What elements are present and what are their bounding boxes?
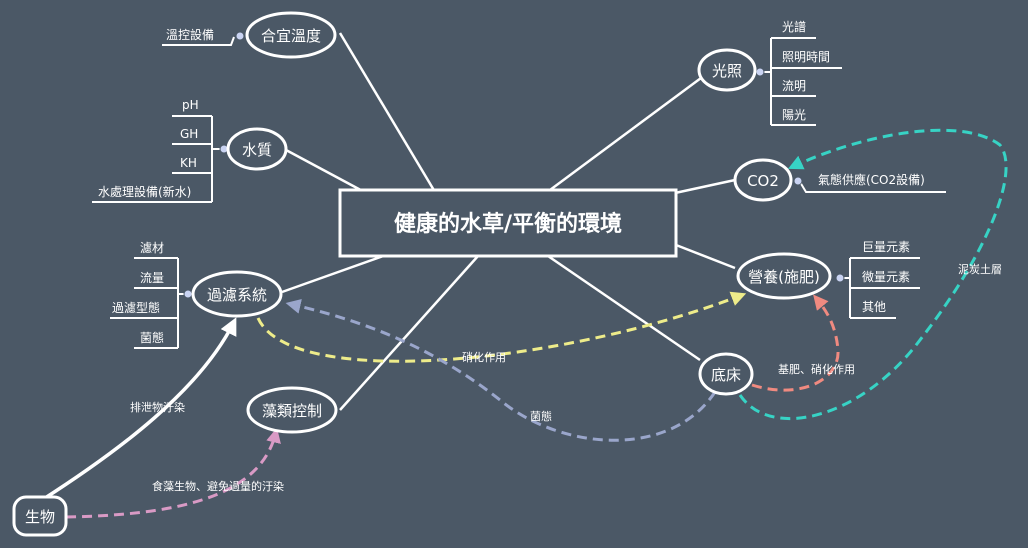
topic-temperature-shape bbox=[245, 11, 337, 59]
co2-underline bbox=[799, 181, 946, 193]
branch-algae bbox=[339, 255, 479, 411]
water-sub-kh: KH bbox=[180, 156, 197, 170]
co2-sub-gas: 氣態供應(CO2設備) bbox=[818, 172, 925, 187]
nutrition-sub-other: 其他 bbox=[862, 300, 886, 314]
topic-water[interactable]: 水質 bbox=[242, 141, 272, 159]
central-topic-label: 健康的水草/平衡的環境 bbox=[394, 211, 622, 237]
filter-connector-dot bbox=[183, 289, 193, 299]
connector-dots bbox=[183, 31, 845, 299]
topic-organisms[interactable]: 生物 bbox=[25, 508, 55, 526]
topic-temperature[interactable]: 合宜溫度 bbox=[261, 27, 321, 45]
light-sub-lumen: 流明 bbox=[782, 79, 806, 93]
filter-sub-bacteria: 菌態 bbox=[140, 330, 164, 345]
branch-water bbox=[285, 148, 371, 197]
topic-algae[interactable]: 藻類控制 bbox=[262, 402, 322, 420]
topic-organisms-shape bbox=[12, 495, 68, 537]
relation-base-fertilizer-arrow bbox=[751, 294, 840, 392]
nutrition-connector-dot bbox=[835, 273, 845, 283]
branch-nutrition bbox=[675, 243, 736, 270]
branch-temperature bbox=[338, 32, 437, 193]
water-sub-treatment: 水處理設備(新水) bbox=[98, 184, 191, 199]
light-sub-spectrum: 光譜 bbox=[782, 19, 806, 34]
topic-nutrition[interactable]: 營養(施肥) bbox=[748, 268, 820, 286]
subtopic-lines bbox=[92, 36, 946, 349]
topic-water-shape bbox=[226, 127, 288, 171]
relation-waste-label: 排泄物汙染 bbox=[130, 400, 185, 414]
temperature-underline bbox=[162, 36, 235, 46]
topic-shapes bbox=[12, 11, 832, 537]
topic-labels: 合宜溫度 水質 過濾系統 藻類控制 生物 光照 CO2 營養(施肥) 底床 bbox=[25, 27, 820, 526]
relation-nitrification-arrow bbox=[256, 291, 747, 363]
relation-algae-eaters-label: 食藻生物、避免過量的汙染 bbox=[152, 479, 284, 493]
filter-sub-type: 過濾型態 bbox=[112, 300, 160, 315]
light-connector-dot bbox=[755, 67, 765, 77]
topic-nutrition-shape bbox=[736, 252, 832, 300]
topic-co2-shape bbox=[733, 158, 793, 202]
co2-connector-dot bbox=[793, 176, 803, 186]
relation-base-fertilizer-label: 基肥、硝化作用 bbox=[778, 362, 855, 376]
topic-filter-shape bbox=[191, 270, 283, 318]
topic-light-shape bbox=[697, 48, 757, 92]
light-sub-duration: 照明時間 bbox=[782, 50, 830, 64]
topic-filter[interactable]: 過濾系統 bbox=[207, 286, 267, 304]
relation-bacteria-arrow bbox=[285, 299, 717, 442]
relation-peat-label: 泥炭土層 bbox=[958, 263, 1002, 276]
relation-algae-eaters-arrow bbox=[65, 427, 281, 519]
relation-nitrification-label: 硝化作用 bbox=[462, 350, 506, 364]
filter-sub-media: 濾材 bbox=[140, 240, 164, 255]
filter-sub-flow: 流量 bbox=[140, 271, 164, 285]
temperature-sub-1: 溫控設備 bbox=[166, 27, 214, 42]
nutrition-sub-macro: 巨量元素 bbox=[862, 240, 910, 254]
relation-labels: 排泄物汙染 硝化作用 菌態 基肥、硝化作用 泥炭土層 食藻生物、避免過量的汙染 bbox=[130, 263, 1002, 493]
relation-waste-arrow bbox=[41, 317, 237, 502]
relation-bacteria-label: 菌態 bbox=[530, 409, 552, 423]
temperature-connector-dot bbox=[235, 31, 245, 41]
central-topic-box[interactable] bbox=[338, 188, 678, 258]
topic-substrate-shape bbox=[698, 352, 754, 396]
light-sub-sunlight: 陽光 bbox=[782, 108, 806, 122]
topic-light[interactable]: 光照 bbox=[712, 62, 742, 80]
topic-substrate[interactable]: 底床 bbox=[711, 366, 741, 384]
topic-algae-shape bbox=[246, 386, 338, 434]
water-sub-gh: GH bbox=[180, 127, 198, 141]
branch-substrate bbox=[547, 254, 701, 362]
subtopic-labels: 溫控設備 pH GH KH 水處理設備(新水) 濾材 流量 過濾型態 菌態 光譜… bbox=[98, 19, 925, 345]
relation-peat-arrow bbox=[738, 128, 1008, 420]
branch-co2 bbox=[674, 178, 736, 195]
water-sub-ph: pH bbox=[182, 98, 199, 112]
topic-co2[interactable]: CO2 bbox=[747, 172, 779, 190]
branch-light bbox=[549, 76, 702, 192]
nutrition-sub-micro: 微量元素 bbox=[862, 270, 910, 284]
